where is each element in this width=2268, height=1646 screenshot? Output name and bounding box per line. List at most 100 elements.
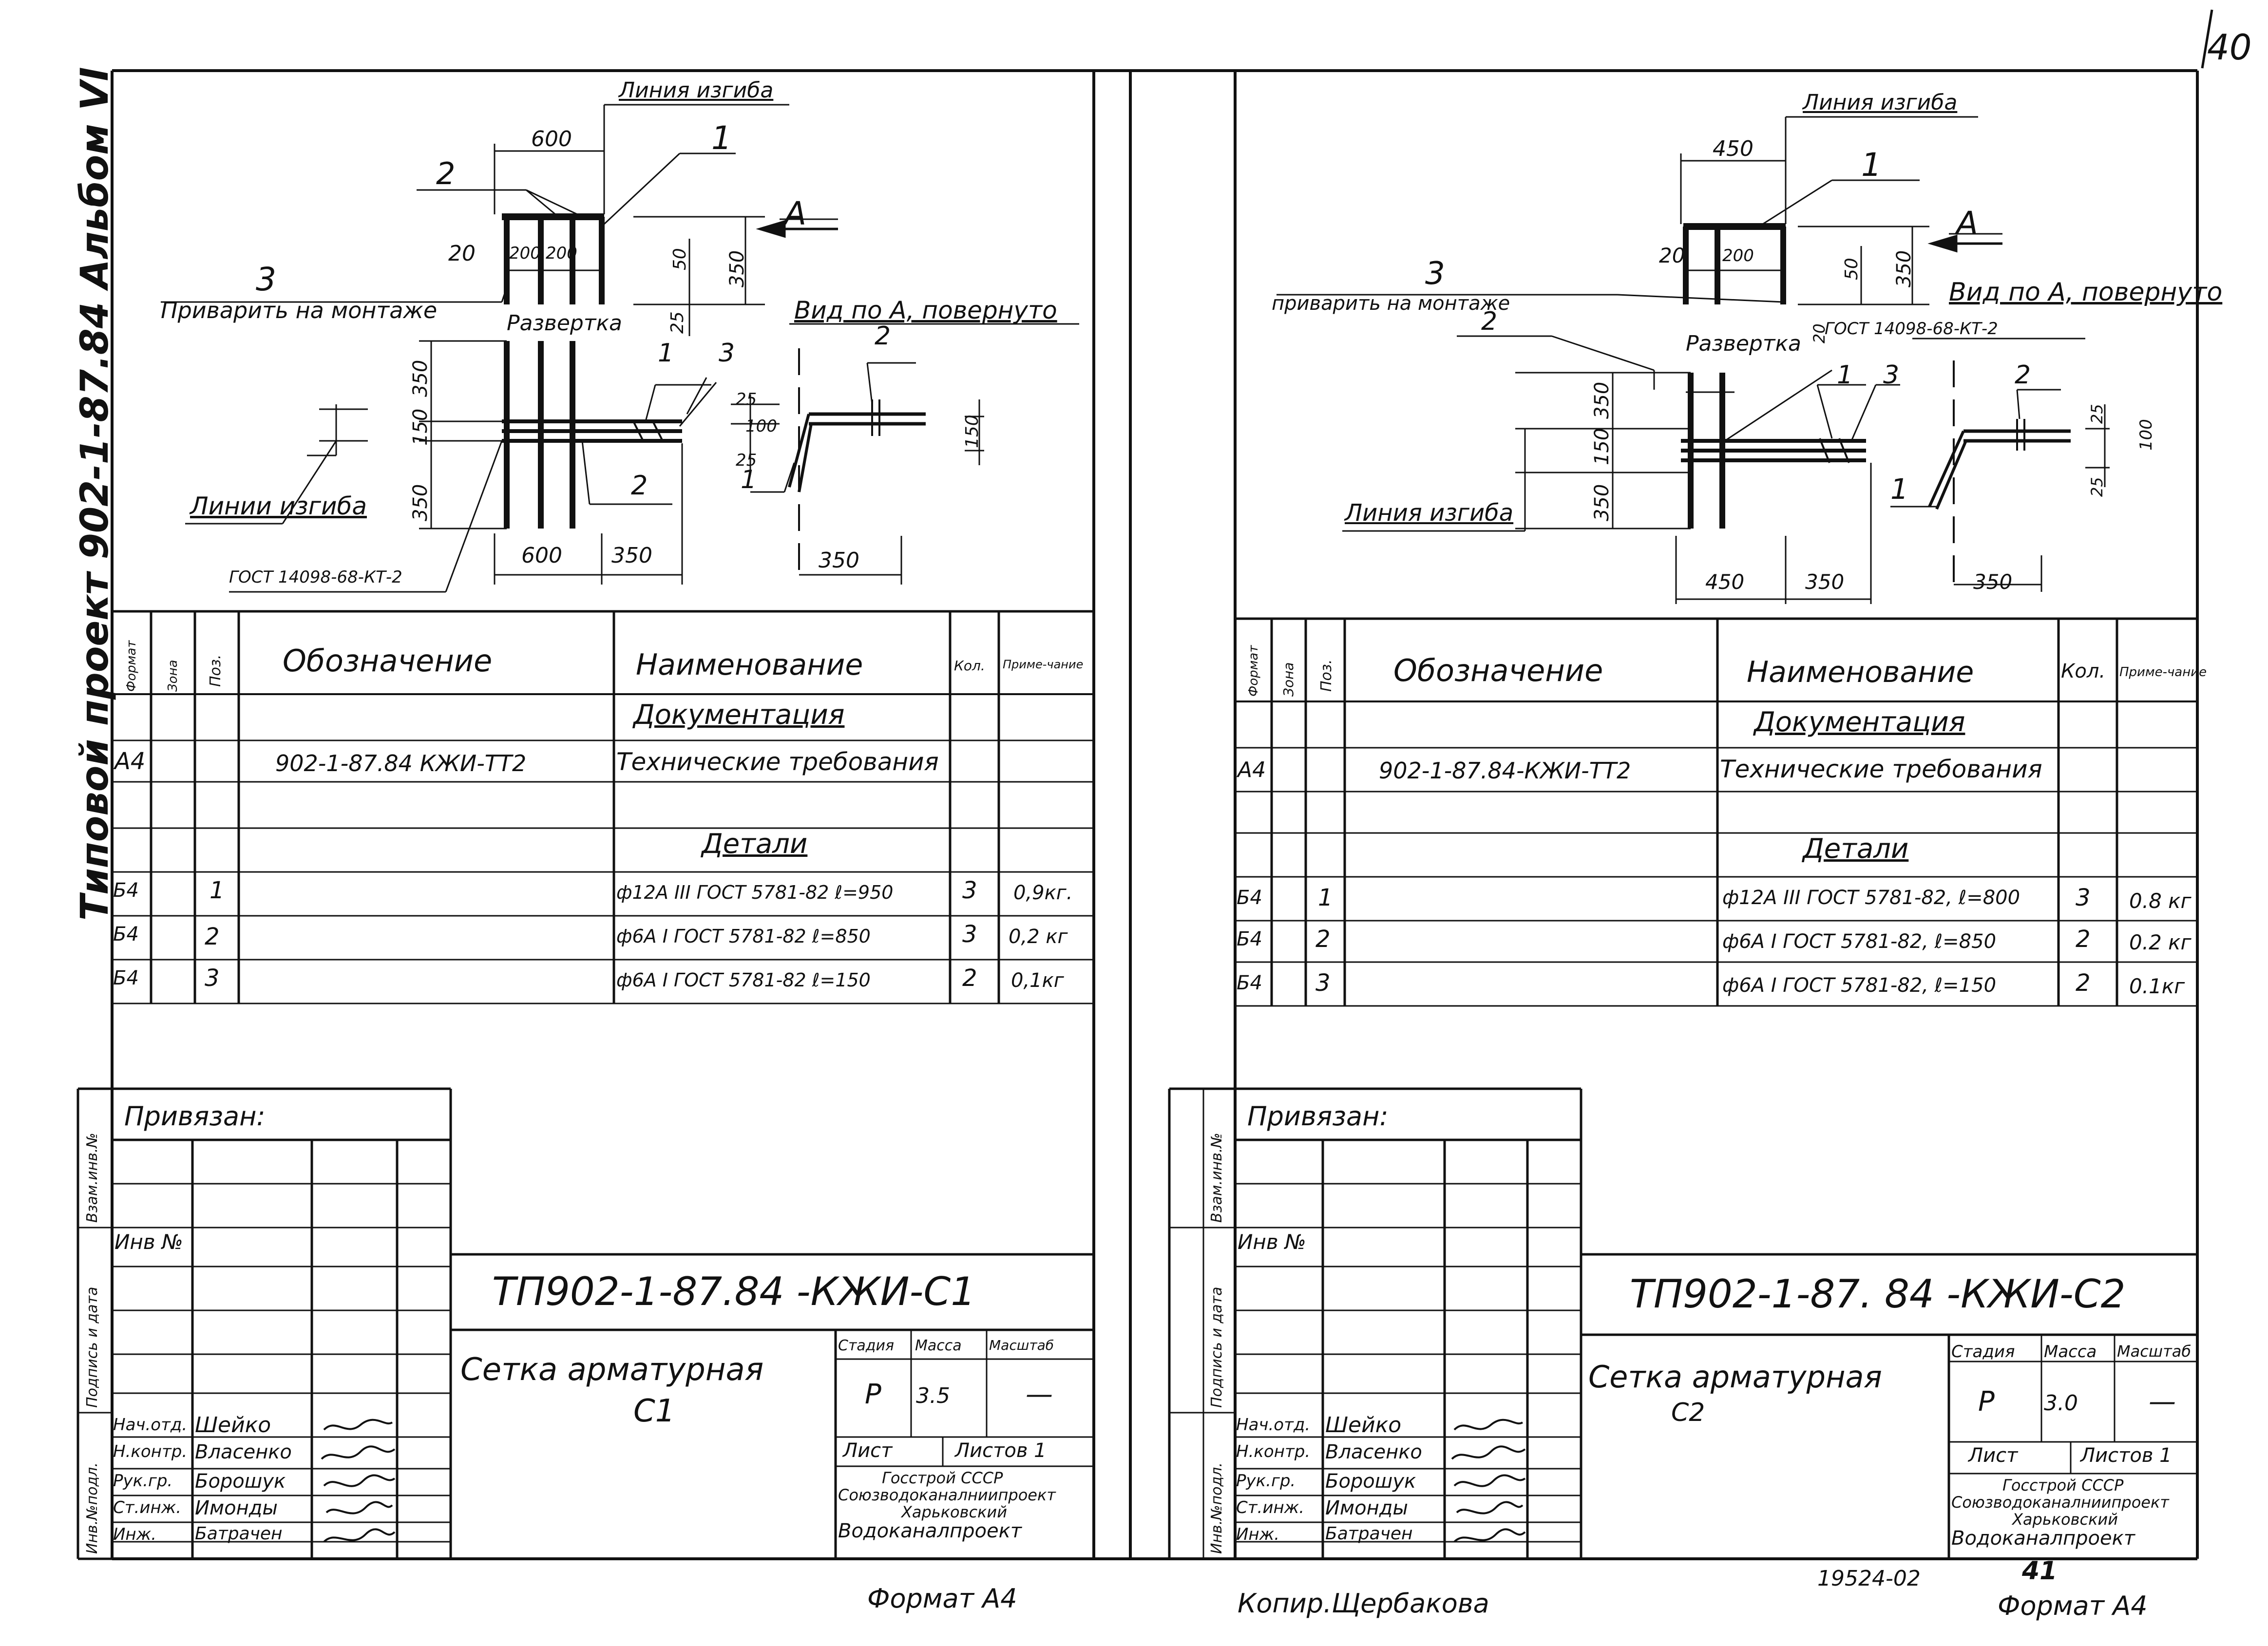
person-name: Власенко	[1325, 1441, 1422, 1463]
sheets-header: Листов 1	[2080, 1444, 2172, 1467]
row-pos: 1	[1318, 884, 1333, 911]
row-qty: 2	[2076, 969, 2091, 997]
dim-top-width: 450	[1713, 136, 1753, 161]
signatures-c2	[1451, 1419, 1526, 1543]
footer-format-left: Формат А4	[867, 1583, 1017, 1614]
dim-v150: 150	[409, 408, 432, 446]
position-label: 3	[256, 261, 276, 298]
dim-v350b: 350	[409, 484, 432, 521]
footer-inventory-number: 19524-02	[1817, 1566, 1921, 1591]
dim-s150: 150	[962, 415, 982, 448]
view-arrow-letter: А	[784, 195, 807, 232]
side-project-title: Типовой проект 902-1-87.84 Альбом VI	[73, 67, 117, 921]
org-line: Водоканалпроект	[838, 1520, 1022, 1542]
org-line: Госстрой СССР	[2002, 1476, 2124, 1495]
side-label-original-inv: Инв.№подл.	[1208, 1462, 1225, 1554]
inventory-label: Инв №	[114, 1230, 183, 1254]
row-note: 0,2 кг	[1009, 926, 1068, 948]
row-qty: 3	[962, 877, 977, 904]
position-label: 3	[719, 339, 735, 368]
header-format: Формат	[124, 640, 139, 692]
dim-200b: 200	[546, 244, 577, 263]
spec-table-c2-lines	[1168, 617, 2197, 1560]
row-name: ф6А I ГОСТ 5781-82, ℓ=150	[1722, 974, 1997, 997]
view-arrow-letter: А	[1956, 205, 1979, 242]
side-label-original-inv: Инв.№подл.	[84, 1462, 101, 1554]
row-pos: 2	[205, 923, 220, 950]
signatures-c1	[321, 1419, 396, 1543]
dim-s25b: 25	[736, 451, 757, 470]
scale-value: —	[1026, 1379, 1053, 1410]
position-label: 3	[1425, 256, 1445, 292]
position-label: 2	[875, 322, 891, 351]
position-label: 2	[1481, 307, 1498, 336]
org-line: Союзводоканалниипроект	[1951, 1493, 2169, 1512]
header-note: Приме-чание	[2119, 665, 2207, 680]
row-name: ф6А I ГОСТ 5781-82 ℓ=150	[616, 969, 871, 991]
doc-name: Технические требования	[1720, 755, 2042, 783]
position-label: 1	[1861, 146, 1882, 184]
bend-line-label: Линия изгиба	[1803, 90, 1958, 115]
document-title-mark: С2	[1671, 1398, 1705, 1427]
row-pos: 1	[210, 877, 225, 904]
sheet-header: Лист	[1968, 1444, 2018, 1467]
bend-lines-label: Линии изгиба	[190, 492, 367, 520]
mass-header: Масса	[2044, 1342, 2097, 1362]
header-zone: Зона	[166, 660, 180, 692]
role-label: Нач.отд.	[113, 1415, 188, 1435]
stage-value: Р	[1978, 1386, 1995, 1418]
dim-top-width: 600	[531, 127, 572, 151]
role-label: Н.контр.	[1236, 1442, 1311, 1461]
dim-50: 50	[670, 248, 690, 270]
dim-v350a: 350	[409, 359, 432, 397]
dim-view-350: 350	[1973, 570, 2013, 594]
row-format: Б4	[113, 923, 139, 946]
row-note: 0.2 кг	[2129, 930, 2192, 954]
row-qty: 3	[2076, 884, 2091, 911]
sheets-header: Листов 1	[955, 1439, 1047, 1462]
person-name: Батрачен	[1325, 1524, 1413, 1544]
row-format: Б4	[1237, 928, 1262, 950]
role-label: Н.контр.	[113, 1442, 188, 1461]
scale-value: —	[2149, 1386, 2176, 1418]
doc-format: А4	[1238, 757, 1266, 782]
bend-line-label-2: Линия изгиба	[1345, 499, 1514, 527]
org-line: Харьковский	[2012, 1510, 2118, 1529]
person-name: Имонды	[195, 1497, 278, 1519]
scale-header: Масштаб	[2117, 1342, 2192, 1361]
dim-20: 20	[1659, 244, 1685, 267]
dim-v350b: 350	[1591, 484, 1613, 521]
row-note: 0,1кг	[1011, 969, 1064, 992]
row-name: ф6А I ГОСТ 5781-82 ℓ=850	[616, 926, 871, 947]
side-label-replacement-inv: Взам.инв.№	[84, 1133, 101, 1223]
bound-label: Привязан:	[1247, 1101, 1389, 1132]
dim-350: 350	[726, 250, 748, 287]
row-format: Б4	[1237, 887, 1262, 909]
dim-bottom-width: 600	[521, 543, 562, 568]
dim-view-350: 350	[819, 548, 859, 573]
person-name: Власенко	[195, 1441, 292, 1463]
header-name: Наименование	[1747, 655, 1974, 689]
row-name: ф12А III ГОСТ 5781-82 ℓ=950	[616, 882, 894, 903]
role-label: Нач.отд.	[1236, 1415, 1311, 1435]
position-label: 1	[741, 465, 757, 494]
row-pos: 2	[1315, 926, 1331, 953]
row-note: 0,9кг.	[1013, 882, 1073, 904]
mass-value: 3.0	[2044, 1391, 2078, 1416]
position-label: 2	[436, 156, 456, 191]
row-name: ф12А III ГОСТ 5781-82, ℓ=800	[1722, 887, 2020, 909]
dim-200: 200	[1722, 246, 1754, 265]
position-label: 1	[1837, 360, 1853, 390]
side-label-replacement-inv: Взам.инв.№	[1208, 1133, 1225, 1223]
role-label: Ст.инж.	[113, 1498, 182, 1517]
inventory-label: Инв №	[1238, 1230, 1306, 1254]
section-documentation: Документация	[1754, 706, 1965, 738]
header-format: Формат	[1246, 645, 1261, 697]
header-zone: Зона	[1280, 662, 1296, 697]
dim-s100: 100	[2136, 419, 2156, 451]
dim-200a: 200	[509, 244, 541, 263]
weld-note: приварить на монтаже	[1272, 292, 1510, 315]
header-qty: Кол.	[2061, 660, 2106, 682]
dim-s100: 100	[745, 416, 777, 436]
